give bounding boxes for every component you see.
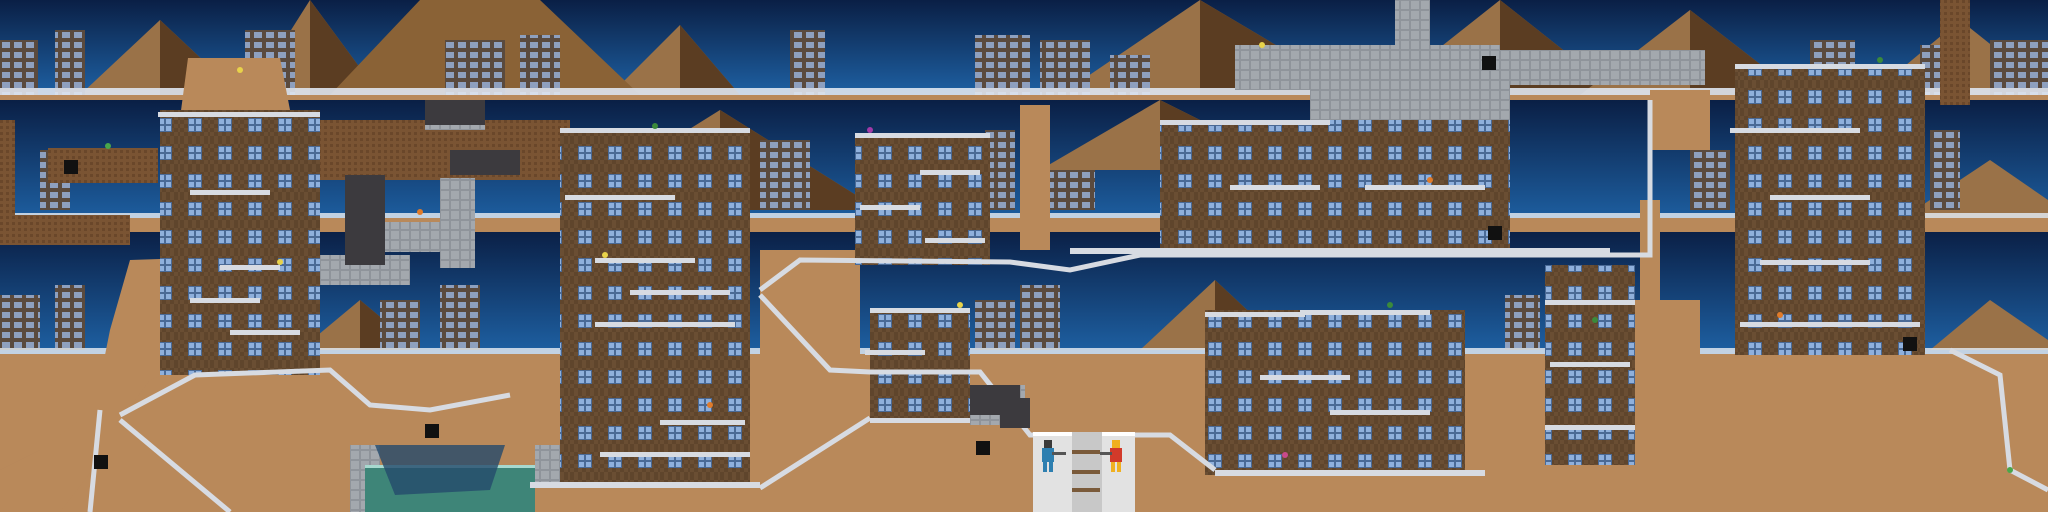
weapon-pickup-icon: [1877, 57, 1883, 63]
weapon-pickup-icon: [1387, 302, 1393, 308]
spawn-marker-icon: [1482, 56, 1496, 70]
weapon-pickup-icon: [2007, 467, 2013, 473]
spawn-marker-icon: [94, 455, 108, 469]
weapon-pickup-icon: [1259, 42, 1265, 48]
weapon-pickup-icon: [602, 252, 608, 258]
weapon-pickup-icon: [1592, 317, 1598, 323]
soldier-icon: [1100, 440, 1122, 472]
building-8: [1735, 65, 1925, 355]
building-4: [870, 310, 970, 420]
weapon-pickups: [105, 42, 2013, 473]
weapon-pickup-icon: [105, 143, 111, 149]
weapon-pickup-icon: [1427, 177, 1433, 183]
building-3: [855, 135, 990, 265]
weapon-pickup-icon: [707, 402, 713, 408]
weapon-pickup-icon: [1282, 452, 1288, 458]
building-2: [560, 130, 750, 485]
weapon-pickup-icon: [237, 67, 243, 73]
building-6: [1205, 310, 1465, 475]
weapon-pickup-icon: [277, 259, 283, 265]
ledges: [158, 64, 1925, 488]
stairs: [345, 100, 1030, 428]
spawn-marker-icon: [64, 160, 78, 174]
weapon-pickup-icon: [417, 209, 423, 215]
spawn-room: [1033, 432, 1135, 512]
spawn-marker-icon: [425, 424, 439, 438]
weapon-pickup-icon: [1777, 312, 1783, 318]
weapon-pickup-icon: [652, 123, 658, 129]
building-1: [160, 110, 320, 375]
weapon-pickup-icon: [867, 127, 873, 133]
water-pool: [365, 445, 535, 512]
pyramid-icon: [1930, 300, 2048, 350]
spawn-marker-icon: [976, 441, 990, 455]
soldier-icon: [1042, 440, 1066, 472]
spawn-markers: [64, 56, 1917, 469]
spawn-marker-icon: [1488, 226, 1502, 240]
weapon-pickup-icon: [957, 302, 963, 308]
spawn-marker-icon: [1903, 337, 1917, 351]
